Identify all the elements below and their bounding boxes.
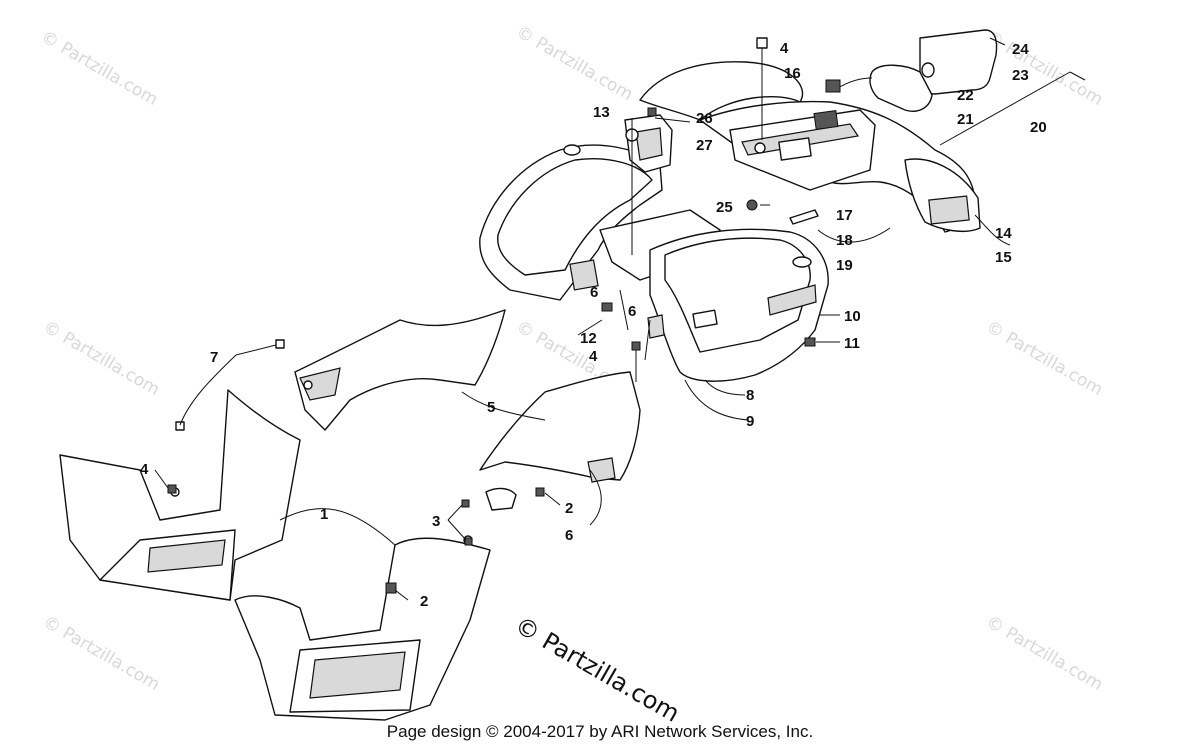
footer-credit: Page design © 2004-2017 by ARI Network S… <box>386 722 814 741</box>
callout-14: 14 <box>995 225 1012 242</box>
callout-17: 17 <box>836 207 853 224</box>
callout-25: 25 <box>716 199 733 216</box>
screw-2-mid <box>535 487 545 497</box>
rivet-7-bottom <box>175 421 185 431</box>
watermark-mid-right: © Partzilla.com <box>983 317 1107 400</box>
taillight-assembly <box>825 29 998 112</box>
watermark-mid-left: © Partzilla.com <box>40 317 164 400</box>
watermark-top-left: © Partzilla.com <box>38 27 162 110</box>
screw-26 <box>647 107 657 117</box>
callout-18: 18 <box>836 232 853 249</box>
nut-3a <box>461 499 470 508</box>
footwell-panel-left <box>294 309 506 431</box>
callout-4-mid: 4 <box>589 348 598 365</box>
callout-12: 12 <box>580 330 597 347</box>
clip-12 <box>601 302 613 312</box>
footrest-left <box>59 389 301 601</box>
callout-20: 20 <box>1030 119 1047 136</box>
callout-23: 23 <box>1012 67 1029 84</box>
callout-4-top: 4 <box>780 40 789 57</box>
callout-5: 5 <box>487 399 495 416</box>
callout-26: 26 <box>696 110 713 127</box>
grommet-25 <box>746 199 758 211</box>
watermark-top-right: © Partzilla.com <box>983 27 1107 110</box>
callout-2-lower: 2 <box>420 593 428 610</box>
callout-9: 9 <box>746 413 754 430</box>
bolt-4-mid <box>631 341 641 351</box>
watermark-center: © Partzilla.com <box>510 611 684 728</box>
footwell-panel-right <box>479 371 641 511</box>
callout-6-lower: 6 <box>565 527 573 544</box>
watermark-bottom-left: © Partzilla.com <box>40 612 164 695</box>
strap-17 <box>789 209 819 225</box>
leader-lines <box>154 37 1086 601</box>
callout-27: 27 <box>696 137 713 154</box>
callout-2-mid: 2 <box>565 500 573 517</box>
rivet-7-top <box>275 339 285 349</box>
callout-11: 11 <box>844 335 860 352</box>
callout-15: 15 <box>995 249 1012 266</box>
side-fender-panel <box>647 228 829 382</box>
callout-3: 3 <box>432 513 440 530</box>
bolt-4-left <box>167 484 177 494</box>
callout-7: 7 <box>210 349 218 366</box>
callout-8: 8 <box>746 387 754 404</box>
callout-13: 13 <box>593 104 610 121</box>
footrest-right <box>234 535 491 721</box>
callout-6-upper: 6 <box>590 284 598 301</box>
callout-6-mid: 6 <box>628 303 636 320</box>
bolt-4-top <box>756 37 768 49</box>
nut-3b <box>464 537 473 546</box>
callout-10: 10 <box>844 308 861 325</box>
callout-19: 19 <box>836 257 853 274</box>
watermark-bottom-right: © Partzilla.com <box>983 612 1107 695</box>
callout-4-left: 4 <box>140 461 149 478</box>
callout-16: 16 <box>784 65 801 82</box>
callout-21: 21 <box>957 111 974 128</box>
callout-labels: 24 4 16 23 22 21 20 13 26 27 25 17 18 19… <box>140 40 1047 610</box>
watermark-top-center: © Partzilla.com <box>513 22 637 105</box>
callout-24: 24 <box>1012 41 1029 58</box>
callout-1: 1 <box>320 506 328 523</box>
callout-22: 22 <box>957 87 974 104</box>
